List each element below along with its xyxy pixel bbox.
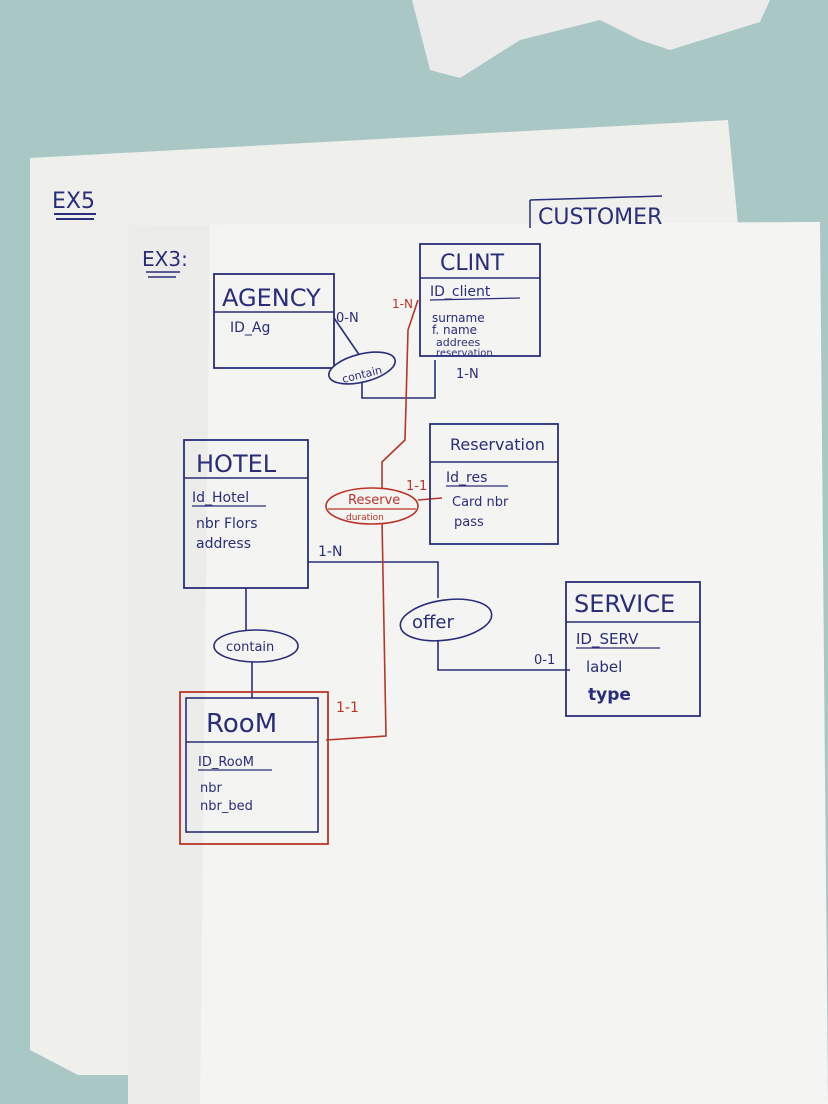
relationship-contain-hotel-room: contain bbox=[213, 629, 299, 663]
entity-reservation: Reservation Id_res Card nbr pass bbox=[429, 423, 559, 545]
front-sheet bbox=[128, 222, 828, 1104]
entity-service-name: SERVICE bbox=[574, 590, 675, 618]
cardinality-label: 1-N bbox=[392, 297, 413, 311]
shadow-area bbox=[128, 225, 210, 1104]
crumpled-paper bbox=[412, 0, 770, 78]
relationship-offer: offer bbox=[399, 598, 493, 642]
entity-hotel: HOTEL Id_Hotel nbr Flors address bbox=[183, 439, 309, 589]
entity-client: CLINT ID_client surname f. name addrees … bbox=[419, 243, 541, 359]
relationship-attribute: duration bbox=[346, 513, 384, 523]
entity-reservation-attr: Id_res bbox=[446, 470, 487, 486]
back-sheet-corner-label: CUSTOMER bbox=[538, 205, 662, 230]
entity-room-name: RooM bbox=[206, 709, 277, 739]
entity-reservation-attr: Card nbr bbox=[452, 495, 509, 510]
entity-service-attr: type bbox=[588, 685, 631, 705]
entity-client-attr: surname bbox=[432, 311, 485, 325]
cardinality-label: 0-1 bbox=[534, 653, 555, 668]
entity-client-attr: ID_client bbox=[430, 284, 491, 300]
entity-service-attr: ID_SERV bbox=[576, 630, 639, 649]
entity-hotel-attr: nbr Flors bbox=[196, 516, 258, 532]
relationship-label: offer bbox=[412, 612, 454, 633]
connector-lines bbox=[245, 299, 570, 741]
cardinality-label: 1-1 bbox=[406, 479, 427, 494]
cardinality-label: 1-1 bbox=[336, 700, 359, 716]
back-sheet bbox=[30, 120, 738, 1075]
entity-client-name: CLINT bbox=[440, 251, 505, 276]
back-sheet-title: EX5 bbox=[52, 189, 95, 214]
entity-room: RooM ID_RooM nbr nbr_bed bbox=[179, 691, 329, 845]
relationship-reserve: Reserve duration bbox=[325, 487, 419, 525]
relationship-contain-agency-client: contain bbox=[328, 351, 396, 386]
entity-service: SERVICE ID_SERV label type bbox=[565, 581, 701, 717]
cardinality-label: 1-N bbox=[318, 544, 342, 560]
entity-client-attr: reservation bbox=[436, 348, 493, 359]
entity-client-attr: f. name bbox=[432, 323, 477, 337]
entity-client-attr: addrees bbox=[436, 336, 481, 349]
entity-room-attr: ID_RooM bbox=[198, 755, 254, 770]
cardinality-label: 1-N bbox=[456, 367, 479, 382]
entity-reservation-name: Reservation bbox=[450, 435, 545, 454]
entity-reservation-attr: pass bbox=[454, 515, 484, 530]
entity-agency: AGENCY ID_Ag bbox=[213, 273, 335, 369]
front-sheet-title: EX3: bbox=[142, 247, 188, 271]
entity-agency-attr: ID_Ag bbox=[230, 320, 270, 336]
entity-agency-name: AGENCY bbox=[222, 284, 321, 312]
cardinality-label: 0-N bbox=[336, 311, 359, 326]
entity-room-attr: nbr_bed bbox=[200, 799, 253, 814]
entity-hotel-name: HOTEL bbox=[196, 450, 277, 478]
entity-room-attr: nbr bbox=[200, 781, 222, 796]
entity-hotel-attr: Id_Hotel bbox=[192, 490, 249, 506]
entity-service-attr: label bbox=[586, 658, 622, 676]
relationship-label: Reserve bbox=[348, 493, 400, 508]
relationship-label: contain bbox=[226, 640, 274, 655]
entity-hotel-attr: address bbox=[196, 536, 251, 552]
